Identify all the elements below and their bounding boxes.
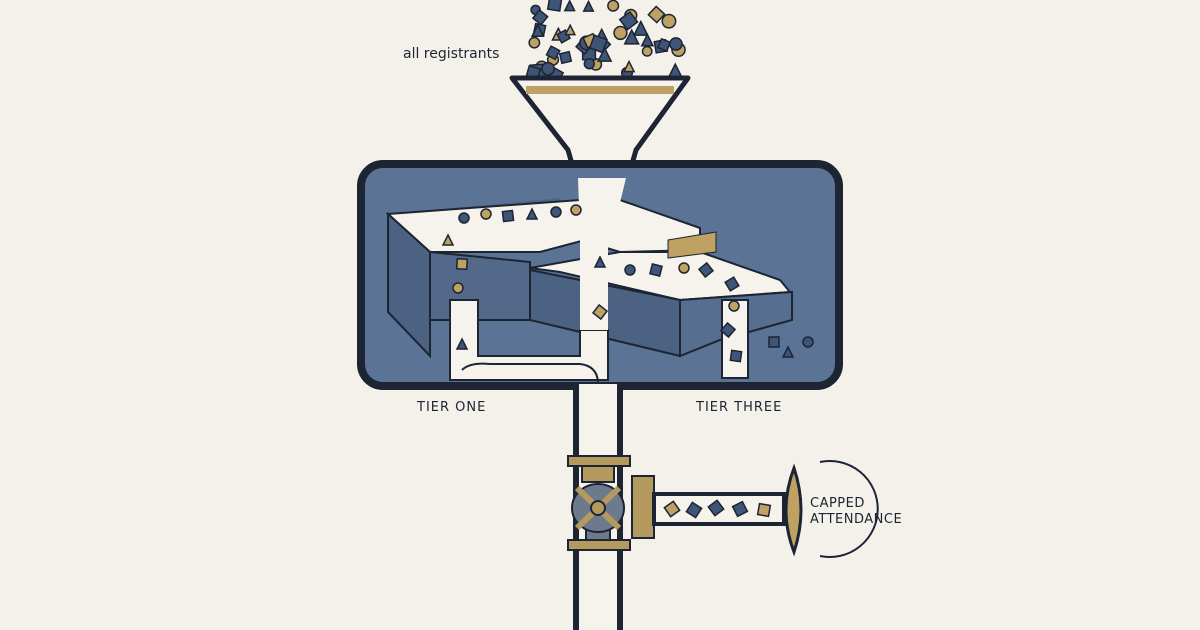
particle [756, 502, 772, 518]
particle [570, 204, 582, 216]
particle [582, 0, 595, 12]
lens-icon [784, 460, 879, 558]
particle [541, 61, 555, 76]
particle [731, 500, 749, 518]
particle [550, 206, 562, 218]
particle [455, 337, 469, 350]
particle [480, 208, 492, 220]
particle [768, 336, 780, 348]
particle [525, 207, 539, 220]
particle [564, 23, 577, 36]
tier-three-label: TIER THREE [696, 400, 783, 415]
particle [441, 233, 455, 246]
tank-icon [357, 160, 843, 416]
outlet-label-line2: ATTENDANCE [810, 512, 903, 527]
particle [707, 499, 725, 517]
source-label: all registrants [403, 46, 500, 62]
particle [528, 36, 541, 49]
flow-arrow-icon [461, 362, 599, 412]
valve-handwheel-icon [567, 455, 631, 551]
particle [501, 209, 515, 223]
particle [591, 303, 609, 321]
particle [802, 336, 814, 348]
capped-attendance-label: CAPPED ATTENDANCE [810, 496, 902, 528]
particle [719, 321, 737, 339]
particle [613, 25, 628, 41]
particle [640, 32, 655, 47]
particle [781, 345, 795, 358]
tier-one-label: TIER ONE [417, 400, 487, 415]
particle [558, 50, 573, 65]
particle [661, 13, 677, 29]
particle [546, 0, 563, 12]
particle [583, 58, 596, 70]
particle [458, 212, 470, 224]
particle [563, 0, 576, 12]
particle [624, 264, 636, 276]
particle [678, 262, 690, 274]
outlet-label-line1: CAPPED [810, 496, 865, 511]
particle [588, 34, 609, 54]
particle [729, 349, 743, 363]
particle [669, 37, 683, 51]
particle [667, 62, 684, 79]
particle [455, 257, 469, 271]
particle [728, 300, 740, 312]
particle [531, 8, 549, 26]
particle [632, 19, 649, 36]
particle [545, 45, 561, 61]
particle [697, 261, 715, 279]
particle [724, 276, 740, 292]
particle [657, 37, 672, 53]
particle [622, 59, 636, 73]
particle [641, 45, 653, 57]
particle [596, 46, 613, 62]
particle [607, 0, 620, 12]
particle [649, 263, 663, 277]
particle [452, 282, 464, 294]
particle [593, 255, 607, 268]
particle [618, 10, 639, 31]
particle [647, 5, 666, 24]
tank-particles [441, 204, 814, 442]
outlet-particles [663, 499, 772, 519]
particle [623, 28, 640, 45]
particle [663, 500, 681, 518]
particle [685, 501, 703, 519]
particle [530, 23, 545, 37]
